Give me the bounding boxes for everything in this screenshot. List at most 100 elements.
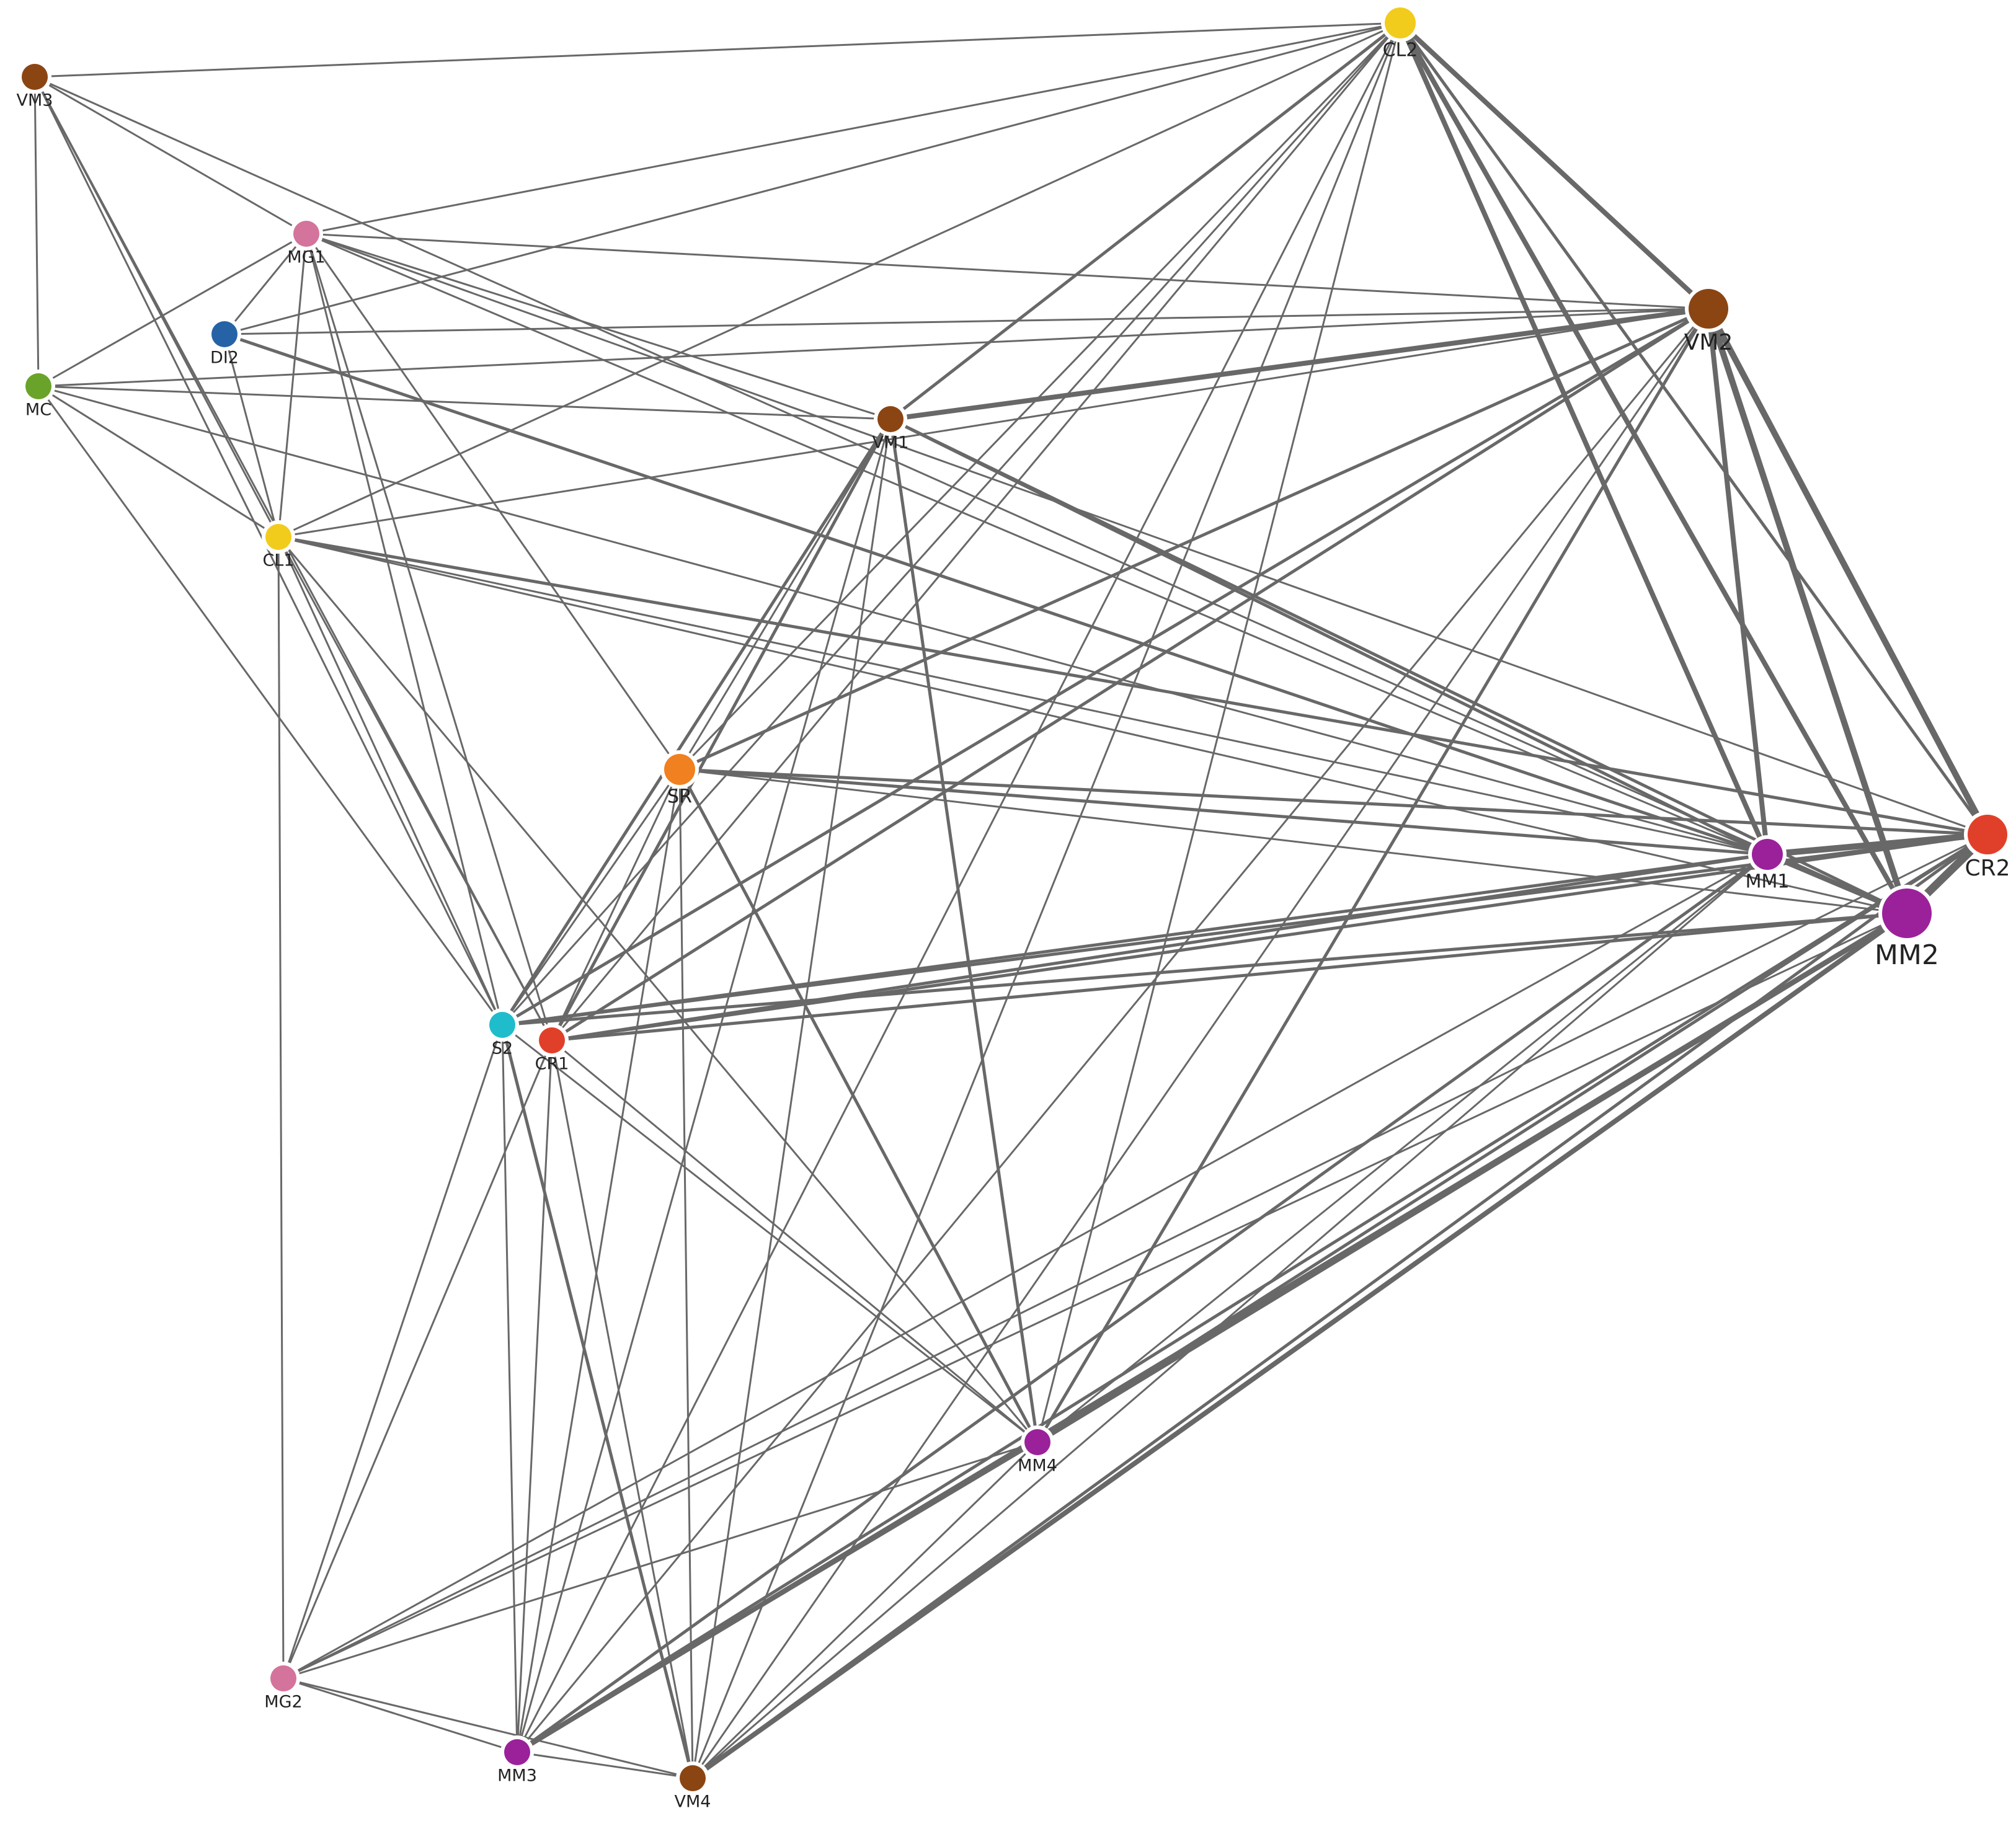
node-circle[interactable] bbox=[877, 406, 904, 432]
node-label: MM4 bbox=[1018, 1456, 1057, 1476]
node-mm4[interactable]: MM4 bbox=[1018, 1425, 1057, 1476]
edge-cr2-mg2 bbox=[283, 833, 1988, 1680]
edge-cl2-sr bbox=[678, 22, 1401, 771]
node-circle[interactable] bbox=[1882, 888, 1932, 938]
node-label: CR2 bbox=[1965, 856, 2010, 881]
edge-cl2-s2 bbox=[501, 22, 1401, 1026]
edge-mg1-mc bbox=[38, 233, 307, 388]
edge-vm2-mm4 bbox=[1036, 308, 1710, 1443]
node-label: CR1 bbox=[535, 1055, 569, 1074]
edge-di2-cl2 bbox=[224, 22, 1401, 335]
edge-sr-cr1 bbox=[551, 769, 681, 1041]
edge-mg2-vm4 bbox=[283, 1677, 693, 1779]
edge-mg1-s2 bbox=[305, 233, 504, 1026]
edge-cr2-vm4 bbox=[691, 833, 1989, 1780]
node-circle[interactable] bbox=[489, 1012, 515, 1038]
node-mm2[interactable]: MM2 bbox=[1875, 885, 1939, 971]
edge-cl2-mm1 bbox=[1398, 22, 1770, 856]
node-circle[interactable] bbox=[1752, 839, 1783, 870]
edge-vm1-sr bbox=[678, 419, 892, 770]
node-label: MM1 bbox=[1746, 871, 1790, 893]
node-label: MC bbox=[25, 401, 51, 420]
edge-vm2-mm3 bbox=[516, 308, 1710, 1753]
edge-mg1-cr1 bbox=[305, 233, 553, 1041]
node-circle[interactable] bbox=[270, 1665, 296, 1691]
node-mm1[interactable]: MM1 bbox=[1746, 835, 1790, 893]
node-circle[interactable] bbox=[664, 754, 695, 785]
node-label: VM3 bbox=[17, 91, 53, 110]
edge-s2-mg2 bbox=[282, 1024, 504, 1679]
node-label: MG1 bbox=[287, 248, 325, 267]
edge-mg1-mm1 bbox=[306, 233, 1768, 856]
node-circle[interactable] bbox=[1689, 289, 1728, 329]
edge-mm1-vm4 bbox=[692, 853, 1768, 1779]
node-label: S2 bbox=[492, 1039, 513, 1058]
edge-vm1-vm4 bbox=[691, 419, 892, 1779]
edge-mm1-cr2 bbox=[1767, 831, 1988, 857]
node-cl1[interactable]: CL1 bbox=[262, 520, 295, 570]
edge-sr-mm1 bbox=[679, 768, 1768, 856]
edge-di2-vm2 bbox=[224, 308, 1709, 335]
edge-cr2-mm3 bbox=[516, 833, 1989, 1754]
edge-mc-vm1 bbox=[38, 385, 891, 420]
node-circle[interactable] bbox=[22, 64, 48, 90]
edge-cl1-mm1 bbox=[278, 536, 1768, 856]
edge-vm1-s2 bbox=[500, 418, 892, 1026]
node-circle[interactable] bbox=[293, 221, 319, 247]
node-circle[interactable] bbox=[504, 1739, 530, 1765]
edge-vm2-s2 bbox=[501, 307, 1710, 1027]
edge-vm3-mg1 bbox=[34, 76, 307, 235]
edge-vm2-vm4 bbox=[691, 308, 1710, 1779]
node-cr2[interactable]: CR2 bbox=[1964, 811, 2011, 881]
edge-cl2-mm3 bbox=[516, 22, 1401, 1753]
edge-vm2-cr2 bbox=[1705, 307, 1991, 836]
node-label: MM2 bbox=[1875, 939, 1939, 971]
edge-mm2-vm4 bbox=[691, 911, 1909, 1781]
node-mm3[interactable]: MM3 bbox=[497, 1735, 537, 1786]
node-circle[interactable] bbox=[539, 1027, 565, 1053]
node-circle[interactable] bbox=[680, 1765, 706, 1791]
node-cr1[interactable]: CR1 bbox=[535, 1024, 569, 1074]
edge-cl2-vm2 bbox=[1398, 21, 1710, 311]
node-s2[interactable]: S2 bbox=[486, 1008, 519, 1058]
edge-mg1-vm2 bbox=[306, 233, 1709, 310]
node-cl2[interactable]: CL2 bbox=[1381, 4, 1419, 61]
edge-cl2-cr2 bbox=[1398, 22, 1989, 836]
node-di2[interactable]: DI2 bbox=[208, 317, 241, 368]
edge-vm3-mc bbox=[33, 76, 40, 387]
node-vm1[interactable]: VM1 bbox=[873, 402, 909, 453]
node-label: CL1 bbox=[262, 551, 294, 570]
node-circle[interactable] bbox=[265, 524, 291, 550]
node-circle[interactable] bbox=[25, 373, 51, 399]
node-circle[interactable] bbox=[1968, 815, 2007, 854]
edge-mm4-vm4 bbox=[691, 1441, 1039, 1779]
node-vm2[interactable]: VM2 bbox=[1684, 285, 1733, 355]
node-mc[interactable]: MC bbox=[22, 370, 55, 420]
node-circle[interactable] bbox=[1024, 1429, 1050, 1455]
edge-s2-mm2 bbox=[502, 911, 1907, 1027]
edge-sr-mm2 bbox=[679, 768, 1907, 915]
edge-mm4-mm3 bbox=[517, 1441, 1038, 1753]
edge-mm3-vm4 bbox=[517, 1751, 693, 1779]
node-vm3[interactable]: VM3 bbox=[17, 60, 53, 110]
edge-vm3-cl2 bbox=[34, 22, 1401, 78]
node-label: MG2 bbox=[264, 1693, 302, 1712]
edge-mg1-vm1 bbox=[306, 233, 891, 420]
edge-mg1-cl2 bbox=[306, 22, 1401, 235]
edge-cl1-s2 bbox=[277, 536, 504, 1026]
node-sr[interactable]: SR bbox=[660, 750, 699, 808]
node-label: SR bbox=[667, 786, 692, 808]
node-mg2[interactable]: MG2 bbox=[264, 1662, 303, 1712]
edge-di2-cl1 bbox=[223, 334, 280, 538]
node-vm4[interactable]: VM4 bbox=[675, 1761, 711, 1812]
edge-sr-vm4 bbox=[678, 769, 694, 1779]
node-mg1[interactable]: MG1 bbox=[287, 217, 326, 267]
edge-cl2-mm2 bbox=[1398, 22, 1909, 915]
node-label: CL2 bbox=[1383, 40, 1418, 61]
node-circle[interactable] bbox=[1385, 7, 1416, 38]
edge-mc-vm2 bbox=[38, 308, 1709, 388]
node-circle[interactable] bbox=[211, 321, 238, 347]
node-label: MM3 bbox=[497, 1766, 537, 1786]
